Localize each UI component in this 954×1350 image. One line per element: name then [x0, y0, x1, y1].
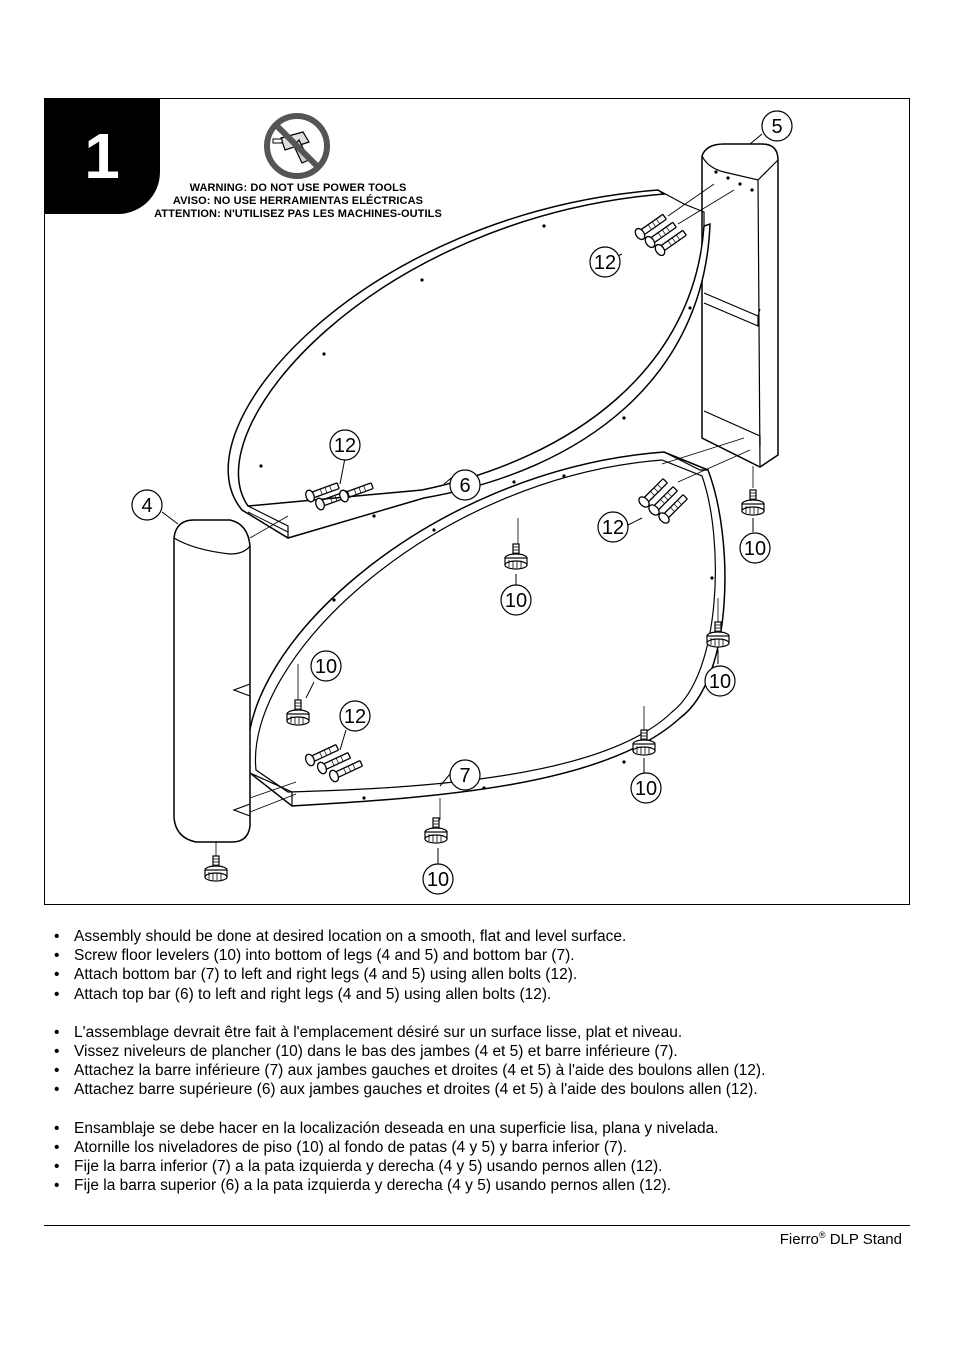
svg-text:12: 12 [602, 517, 624, 539]
assembly-diagram: 5 4 6 7 12 12 12 12 10 10 10 10 [131, 110, 793, 895]
svg-text:7: 7 [459, 765, 470, 787]
callout-10-right-leg: 10 [739, 532, 771, 564]
svg-text:5: 5 [771, 116, 782, 138]
svg-text:10: 10 [315, 656, 337, 678]
warning-english: WARNING: DO NOT USE POWER TOOLS [189, 182, 407, 194]
callout-12-bottom-right: 12 [597, 511, 629, 543]
callout-10-left-inner: 10 [310, 650, 342, 682]
svg-text:10: 10 [635, 778, 657, 800]
assembly-step-panel [44, 98, 910, 905]
callout-10-right-bar: 10 [704, 665, 736, 697]
svg-text:10: 10 [744, 538, 766, 560]
instruction-item: Fije la barra superior (6) a la pata izq… [54, 1176, 914, 1195]
svg-text:12: 12 [344, 706, 366, 728]
svg-text:10: 10 [427, 869, 449, 891]
product-model: DLP Stand [825, 1231, 902, 1248]
callout-10-bottom: 10 [422, 863, 454, 895]
svg-text:4: 4 [141, 495, 152, 517]
registered-mark: ® [818, 1230, 826, 1240]
guide-lines [215, 183, 754, 860]
callout-6: 6 [449, 469, 481, 501]
instruction-item: Assembly should be done at desired locat… [54, 927, 914, 946]
assembly-instructions: Assembly should be done at desired locat… [54, 927, 914, 1214]
callout-12-top-left: 12 [329, 429, 361, 461]
callout-10-bottom-right: 10 [630, 772, 662, 804]
instruction-item: L'assemblage devrait être fait à l'empla… [54, 1023, 914, 1042]
instruction-item: Attachez la barre inférieure (7) aux jam… [54, 1061, 914, 1080]
svg-text:10: 10 [709, 671, 731, 693]
top-bar-6 [227, 189, 711, 539]
svg-text:12: 12 [334, 435, 356, 457]
product-brand: Fierro [779, 1231, 819, 1248]
step-number-badge: 1 [44, 98, 160, 214]
footer-product-name: Fierro® DLP Stand [780, 1226, 902, 1249]
instructions-english: Assembly should be done at desired locat… [54, 927, 914, 1004]
warning-french: ATTENTION: N'UTILISEZ PAS LES MACHINES-O… [154, 208, 442, 220]
callout-12-bottom-left: 12 [339, 700, 371, 732]
instruction-item: Vissez niveleurs de plancher (10) dans l… [54, 1042, 914, 1061]
power-tools-warning: WARNING: DO NOT USE POWER TOOLS AVISO: N… [140, 182, 456, 221]
svg-text:12: 12 [594, 252, 616, 274]
instructions-french: L'assemblage devrait être fait à l'empla… [54, 1023, 914, 1100]
instruction-item: Ensamblaje se debe hacer en la localizac… [54, 1119, 914, 1138]
step-number: 1 [84, 120, 120, 192]
instruction-item: Screw floor levelers (10) into bottom of… [54, 946, 914, 965]
left-leg-4 [173, 519, 251, 843]
instructions-spanish: Ensamblaje se debe hacer en la localizac… [54, 1119, 914, 1196]
callout-10-center: 10 [500, 584, 532, 616]
instruction-item: Attach bottom bar (7) to left and right … [54, 965, 914, 984]
callout-12-top-right: 12 [589, 246, 621, 278]
instruction-item: Attachez barre supérieure (6) aux jambes… [54, 1080, 914, 1099]
callout-4: 4 [131, 489, 163, 521]
callout-7: 7 [449, 759, 481, 791]
instruction-item: Fije la barra inferior (7) a la pata izq… [54, 1157, 914, 1176]
instruction-item: Attach top bar (6) to left and right leg… [54, 985, 914, 1004]
footer-rule [44, 1225, 910, 1226]
svg-text:10: 10 [505, 590, 527, 612]
svg-text:6: 6 [459, 475, 470, 497]
instruction-item: Atornille los niveladores de piso (10) a… [54, 1138, 914, 1157]
right-leg-5 [701, 143, 779, 468]
warning-spanish: AVISO: NO USE HERRAMIENTAS ELÉCTRICAS [172, 195, 424, 207]
callout-5: 5 [761, 110, 793, 142]
no-power-tools-icon [264, 113, 330, 179]
